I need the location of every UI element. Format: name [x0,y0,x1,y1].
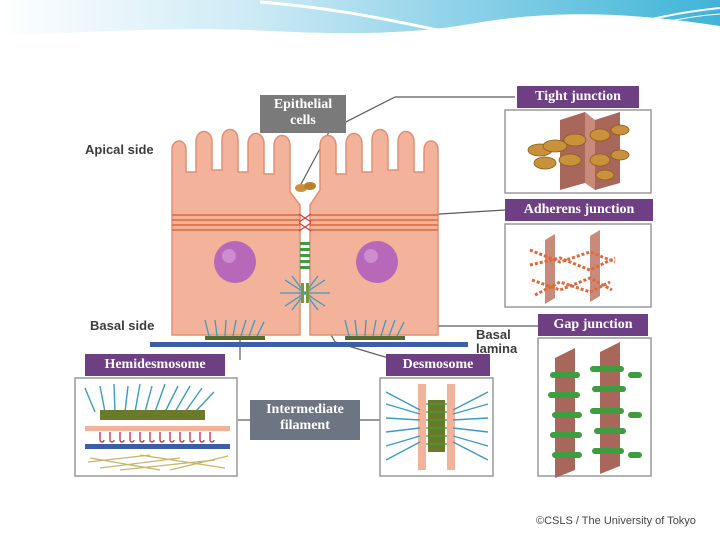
desmosome-label: Desmosome [386,354,490,376]
adherens-junction-inset [504,223,652,308]
basal-side-label: Basal side [90,318,155,333]
tight-junction-inset [504,109,652,194]
desmosome-inset [379,377,494,477]
copyright-credit: ©CSLS / The University of Tokyo [536,515,696,527]
basal-lamina [150,342,468,347]
intermediate-filament-text: Intermediate filament [266,402,344,433]
gap-junction-marker [300,242,310,269]
tight-junction-label: Tight junction [517,86,639,108]
adherens-cross [298,213,312,232]
hemidesmosome-label: Hemidesmosome [85,354,225,376]
right-nucleus [356,241,398,283]
header-wave-decoration [0,0,720,38]
basal-lamina-label: Basal lamina [476,327,518,356]
hemidesmosome-inset [74,377,238,477]
left-epithelial-cell [171,128,301,336]
epithelial-cells-label: Epithelial cells [260,95,346,133]
desmosome-marker [280,275,330,311]
apical-side-label: Apical side [85,142,154,157]
intermediate-filament-label: Intermediate filament [250,400,360,440]
gap-junction-label: Gap junction [538,314,648,336]
hemidesmosome-markers [204,319,405,340]
left-nucleus [214,241,256,283]
adherens-junction-label: Adherens junction [505,199,653,221]
adherens-belt [172,214,438,231]
gap-junction-inset [537,337,652,478]
tight-junction-marker [295,182,316,192]
right-epithelial-cell [309,128,439,336]
epithelial-cells-text: Epithelial cells [273,97,333,128]
